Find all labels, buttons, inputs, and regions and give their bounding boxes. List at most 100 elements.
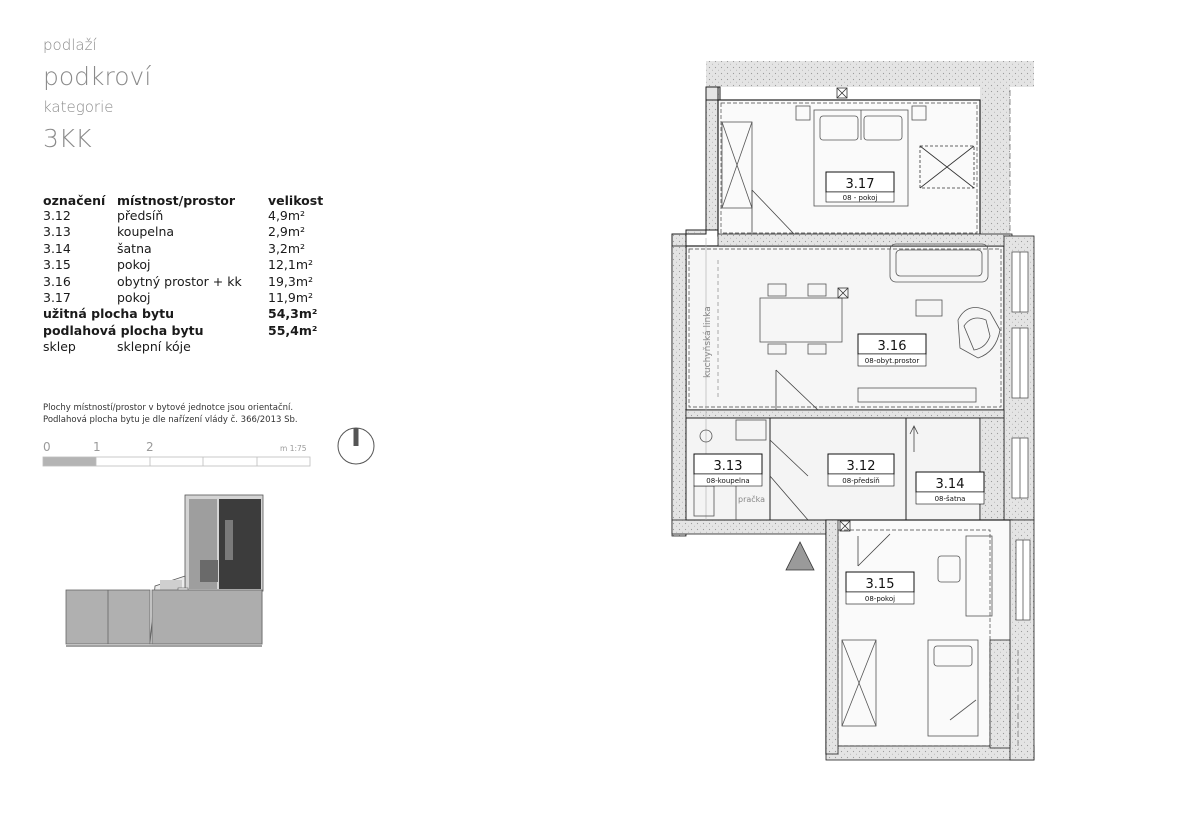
cellar-name: sklepní kóje (117, 339, 191, 355)
room-size: 12,1m² (268, 257, 314, 273)
wall (980, 87, 1010, 247)
vent-icon (836, 87, 848, 99)
room-table-header: označení místnost/prostor velikost (41, 192, 325, 208)
washer-label: pračka (738, 494, 765, 504)
room-desc: 08-koupelna (706, 477, 749, 485)
table-row: 3.15 pokoj 12,1m² (41, 257, 325, 273)
key-plan (65, 494, 264, 647)
room-number: 3.13 (714, 459, 743, 474)
room-size: 19,3m² (268, 273, 314, 289)
wall (705, 86, 719, 101)
area-note: Plochy místností/prostor v bytové jednot… (43, 402, 298, 426)
room-number: 3.16 (878, 339, 907, 354)
room-table: označení místnost/prostor velikost 3.12 … (41, 192, 325, 356)
col-header-id: označení (43, 192, 106, 208)
sofa-icon (889, 243, 989, 283)
room-number: 3.14 (936, 477, 965, 492)
total-label: podlahová plocha bytu (43, 322, 204, 338)
wardrobe-icon (841, 639, 877, 727)
total-row: užitná plocha bytu 54,3m² (41, 306, 325, 322)
room-size: 3,2m² (268, 240, 306, 256)
coffee-table-icon (915, 299, 943, 317)
scale-segment-filled (43, 457, 96, 466)
room-number: 3.15 (866, 577, 895, 592)
note-line: Plochy místností/prostor v bytové jednot… (43, 403, 294, 413)
room-name: pokoj (117, 257, 151, 273)
room-number: 3.17 (846, 177, 875, 192)
room-name: pokoj (117, 290, 151, 306)
wall (979, 417, 1005, 521)
table-row: 3.12 předsíň 4,9m² (41, 208, 325, 224)
table-row: 3.14 šatna 3,2m² (41, 241, 325, 257)
table-row: 3.17 pokoj 11,9m² (41, 290, 325, 306)
vent-icon (839, 520, 851, 532)
room-desc: 08-pokoj (865, 595, 895, 603)
room-3-14-outline (905, 417, 981, 521)
total-size: 54,3m² (268, 306, 318, 322)
wall (671, 245, 687, 537)
wardrobe-icon (721, 121, 753, 209)
room-3-15-outline (825, 519, 1013, 755)
scale-tick-label: 1 (93, 440, 101, 454)
col-header-name: místnost/prostor (117, 192, 236, 208)
vent-icon (837, 287, 849, 299)
total-label: užitná plocha bytu (43, 306, 175, 322)
wall (706, 61, 1034, 87)
room-id: 3.12 (43, 208, 71, 223)
desk-icon (937, 535, 993, 617)
table-row: 3.16 obytný prostor + kk 19,3m² (41, 274, 325, 290)
wall (671, 519, 833, 535)
room-3-16-outline (685, 245, 1005, 411)
room-name: koupelna (117, 224, 175, 240)
entrance-marker-icon (785, 541, 815, 571)
door-icon (751, 189, 795, 235)
wall (989, 639, 1011, 749)
total-size: 55,4m² (268, 322, 318, 338)
scale-tick-label: 0 (43, 440, 51, 454)
door-icon (775, 369, 819, 411)
kitchen-label: kuchyňská linka (702, 306, 713, 378)
single-bed-icon (927, 639, 979, 737)
windows (1011, 251, 1031, 621)
col-header-size: velikost (268, 192, 324, 208)
room-id: 3.17 (43, 290, 71, 306)
scale-tick-label: 2 (146, 440, 154, 454)
room-3-17-outline (717, 99, 981, 237)
roof-window-icon (919, 145, 975, 189)
total-row: podlahová plocha bytu 55,4m² (41, 323, 325, 339)
room-number: 3.12 (847, 459, 876, 474)
north-arrow-icon (337, 427, 375, 465)
cellar-row: sklep sklepní kóje (41, 339, 325, 355)
dining-table-icon (759, 283, 843, 355)
room-desc: 08 - pokoj (843, 194, 878, 202)
room-desc: 08-obyt.prostor (865, 357, 920, 365)
room-name: předsíň (117, 208, 164, 223)
room-size: 4,9m² (268, 208, 306, 223)
room-id: 3.13 (43, 224, 71, 240)
room-size: 11,9m² (268, 290, 314, 306)
room-name: obytný prostor + kk (117, 273, 242, 289)
category-value: 3KK (43, 124, 92, 153)
note-line: Podlahová plocha bytu je dle nařízení vl… (43, 415, 298, 425)
room-id: 3.16 (43, 273, 71, 289)
category-label: kategorie (43, 98, 114, 116)
room-size: 2,9m² (268, 224, 306, 240)
door-icon (769, 425, 919, 567)
cellar-id: sklep (43, 339, 76, 355)
table-row: 3.13 koupelna 2,9m² (41, 224, 325, 240)
scale-outline (42, 456, 311, 467)
room-desc: 08-předsíň (842, 477, 879, 485)
room-name: šatna (117, 240, 152, 256)
wall (685, 409, 1005, 419)
floor-label: podlaží (43, 36, 97, 54)
wall (825, 519, 839, 755)
floor-plan: kuchyňská linka pračka (671, 61, 1035, 761)
room-id: 3.15 (43, 257, 71, 273)
scale-bar: 0 1 2 m 1:75 (42, 440, 311, 467)
floor-value: podkroví (43, 62, 152, 91)
room-id: 3.14 (43, 240, 71, 256)
double-bed-icon (795, 105, 927, 207)
armchair-icon (957, 307, 1001, 359)
scale-ratio: m 1:75 (280, 444, 307, 453)
